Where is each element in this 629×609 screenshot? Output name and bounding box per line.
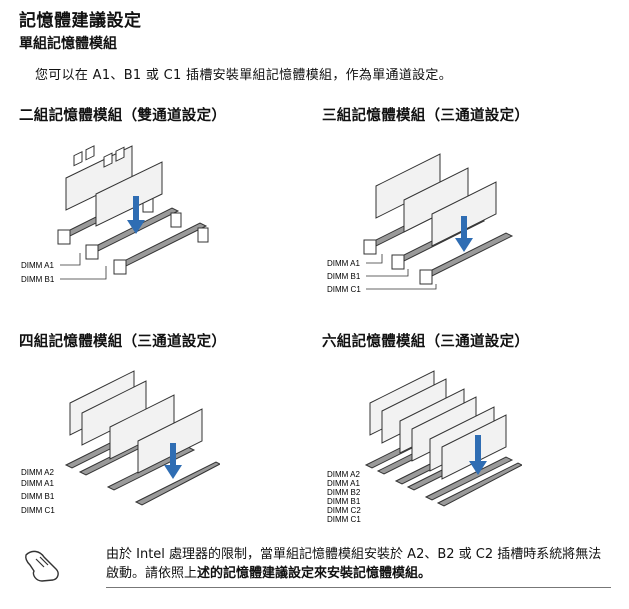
dimm-label: DIMM A2 [327,470,360,479]
diagram-four-modules: DIMM A2 DIMM A1 DIMM B1 DIMM C1 [21,370,220,515]
insert-arrow [469,435,487,475]
insert-arrow [127,196,145,234]
dimm-label: DIMM A2 [21,468,54,477]
section-subtitle: 單組記憶體模組 [19,36,117,52]
diagram-two-modules: DIMM A1 DIMM B1 [21,145,209,284]
diagram-six-modules: DIMM A2 DIMM A1 DIMM B2 DIMM B1 DIMM C2 … [327,370,522,524]
dimm-label: DIMM A1 [327,479,360,488]
dimm-label: DIMM B1 [21,275,55,284]
diagram-three-modules: DIMM A1 DIMM B1 DIMM C1 [327,153,514,294]
memory-modules [69,370,203,474]
dimm-label: DIMM B2 [327,488,361,497]
dimm-label: DIMM C1 [327,285,361,294]
insert-arrow [455,216,473,252]
heading-six-modules: 六組記憶體模組（三通道設定） [322,334,530,350]
page-title: 記憶體建議設定 [19,11,142,31]
insert-arrow [164,443,182,479]
divider [106,587,611,588]
dimm-label: DIMM B1 [21,492,55,501]
heading-four-modules: 四組記憶體模組（三通道設定） [19,334,227,350]
dimm-label: DIMM C1 [21,506,55,515]
memory-modules [65,145,163,227]
dimm-label: DIMM A1 [21,479,54,488]
heading-three-modules: 三組記憶體模組（三通道設定） [322,108,530,124]
dimm-label: DIMM A1 [21,261,54,270]
intro-text: 您可以在 A1、B1 或 C1 插槽安裝單組記憶體模組，作為單通道設定。 [35,68,453,83]
memory-modules [375,153,497,247]
note-text: 由於 Intel 處理器的限制，當單組記憶體模組安裝於 A2、B2 或 C2 插… [106,545,611,583]
dimm-label: DIMM A1 [327,259,360,268]
dimm-label: DIMM B1 [327,497,361,506]
note-text-part2: 述的記憶體建議設定來安裝記憶體模組。 [197,566,432,581]
dimm-label: DIMM C2 [327,506,361,515]
memory-modules [369,370,507,480]
dimm-label: DIMM B1 [327,272,361,281]
heading-two-modules: 二組記憶體模組（雙通道設定） [19,108,227,124]
note-hand-icon [25,550,59,582]
note-text-part1: 由於 Intel 處理器的限制，當單組記憶體模組安裝於 A2、B2 或 C2 插… [106,547,602,581]
dimm-label: DIMM C1 [327,515,361,524]
